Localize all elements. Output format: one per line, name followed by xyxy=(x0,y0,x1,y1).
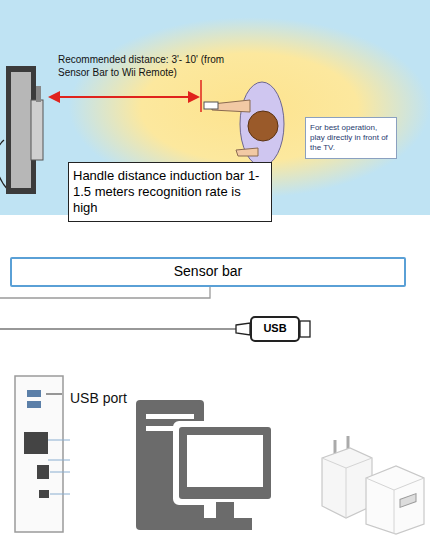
usb-tip xyxy=(300,321,310,337)
computer xyxy=(136,400,274,530)
player xyxy=(204,82,284,166)
distance-arrow xyxy=(48,80,201,112)
box-text: For best operation, play directly in fro… xyxy=(310,123,392,152)
port-label: USB port xyxy=(70,390,190,408)
box-text: Sensor bar xyxy=(15,263,401,280)
usb-plug: USB xyxy=(250,316,300,342)
box-text: USB xyxy=(255,322,295,335)
room-floor xyxy=(0,0,430,215)
note-box: For best operation, play directly in fro… xyxy=(305,117,397,159)
usb-cable xyxy=(0,328,236,329)
sensor-bar-box: Sensor bar xyxy=(10,257,406,287)
callout-box: Handle distance induction bar 1-1.5 mete… xyxy=(68,162,272,222)
box-text: Handle distance induction bar 1-1.5 mete… xyxy=(73,168,267,216)
tv xyxy=(0,66,43,194)
play-zone xyxy=(0,0,430,215)
usb-neck xyxy=(236,323,250,335)
wii-console xyxy=(15,376,70,532)
distance-label: Recommended distance: 3'- 10' (from Sens… xyxy=(58,54,226,79)
power-adapter xyxy=(322,436,424,534)
